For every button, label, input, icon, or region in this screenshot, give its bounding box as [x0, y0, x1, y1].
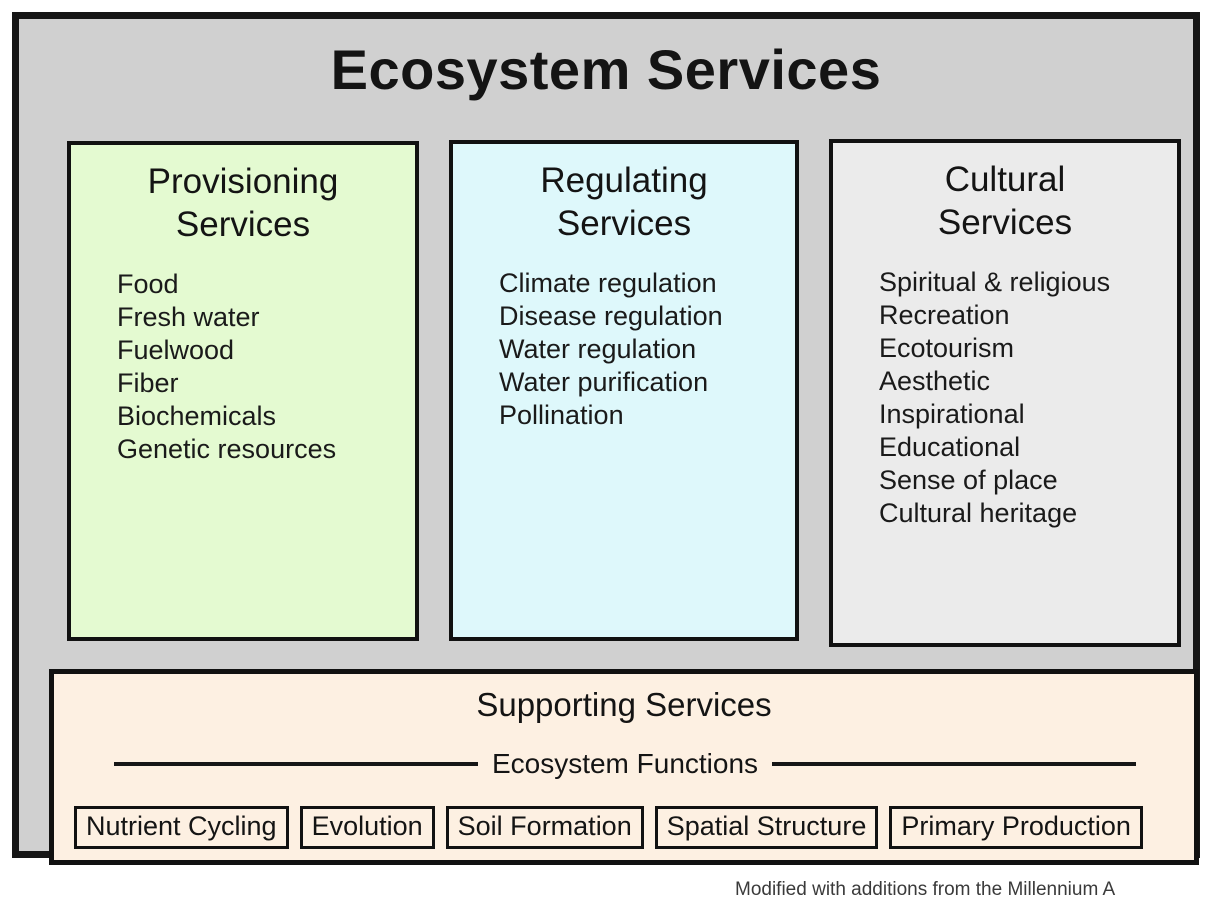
list-item: Climate regulation: [499, 268, 717, 299]
list-item: Inspirational: [879, 399, 1025, 430]
list-item: Aesthetic: [879, 366, 991, 397]
list-item: Biochemicals: [117, 401, 277, 432]
list-item: Food: [117, 269, 179, 300]
list-item: Fresh water: [117, 302, 260, 333]
divider-label: Ecosystem Functions: [491, 747, 759, 779]
list-item: Cultural heritage: [879, 498, 1078, 529]
list-item: Genetic resources: [117, 434, 337, 465]
list-item: Pollination: [499, 400, 624, 431]
ecosystem-services-frame: Ecosystem Services Provisioning Services…: [12, 12, 1200, 865]
provisioning-title: Provisioning Services: [147, 162, 339, 244]
list-item: Fuelwood: [117, 335, 235, 366]
regulating-title: Regulating Services: [540, 161, 708, 243]
list-item: Ecotourism: [879, 333, 1015, 364]
list-item: Sense of place: [879, 465, 1058, 496]
list-item: Recreation: [879, 300, 1010, 331]
list-item: Water regulation: [499, 334, 697, 365]
supporting-title: Supporting Services: [476, 686, 772, 723]
panel-supporting-services: Supporting Services Ecosystem Functions …: [49, 669, 1199, 865]
cultural-title: Cultural Services: [937, 160, 1073, 242]
main-title: Ecosystem Services: [330, 38, 882, 101]
list-item: Water purification: [499, 367, 709, 398]
function-box: Nutrient Cycling: [74, 805, 289, 849]
list-item: Disease regulation: [499, 301, 723, 332]
attribution-caption: Modified with additions from the Millenn…: [735, 879, 1116, 900]
list-item: Spiritual & religious: [879, 267, 1111, 298]
list-item: Educational: [879, 432, 1021, 463]
ecosystem-functions-divider: Ecosystem Functions: [54, 748, 1194, 780]
list-item: Fiber: [117, 368, 179, 399]
function-box: Spatial Structure: [654, 805, 879, 849]
function-box: Primary Production: [889, 805, 1143, 849]
function-box: Evolution: [299, 805, 435, 849]
function-box: Soil Formation: [445, 805, 644, 849]
divider-line-right: [772, 761, 1137, 766]
divider-line-left: [114, 761, 478, 766]
